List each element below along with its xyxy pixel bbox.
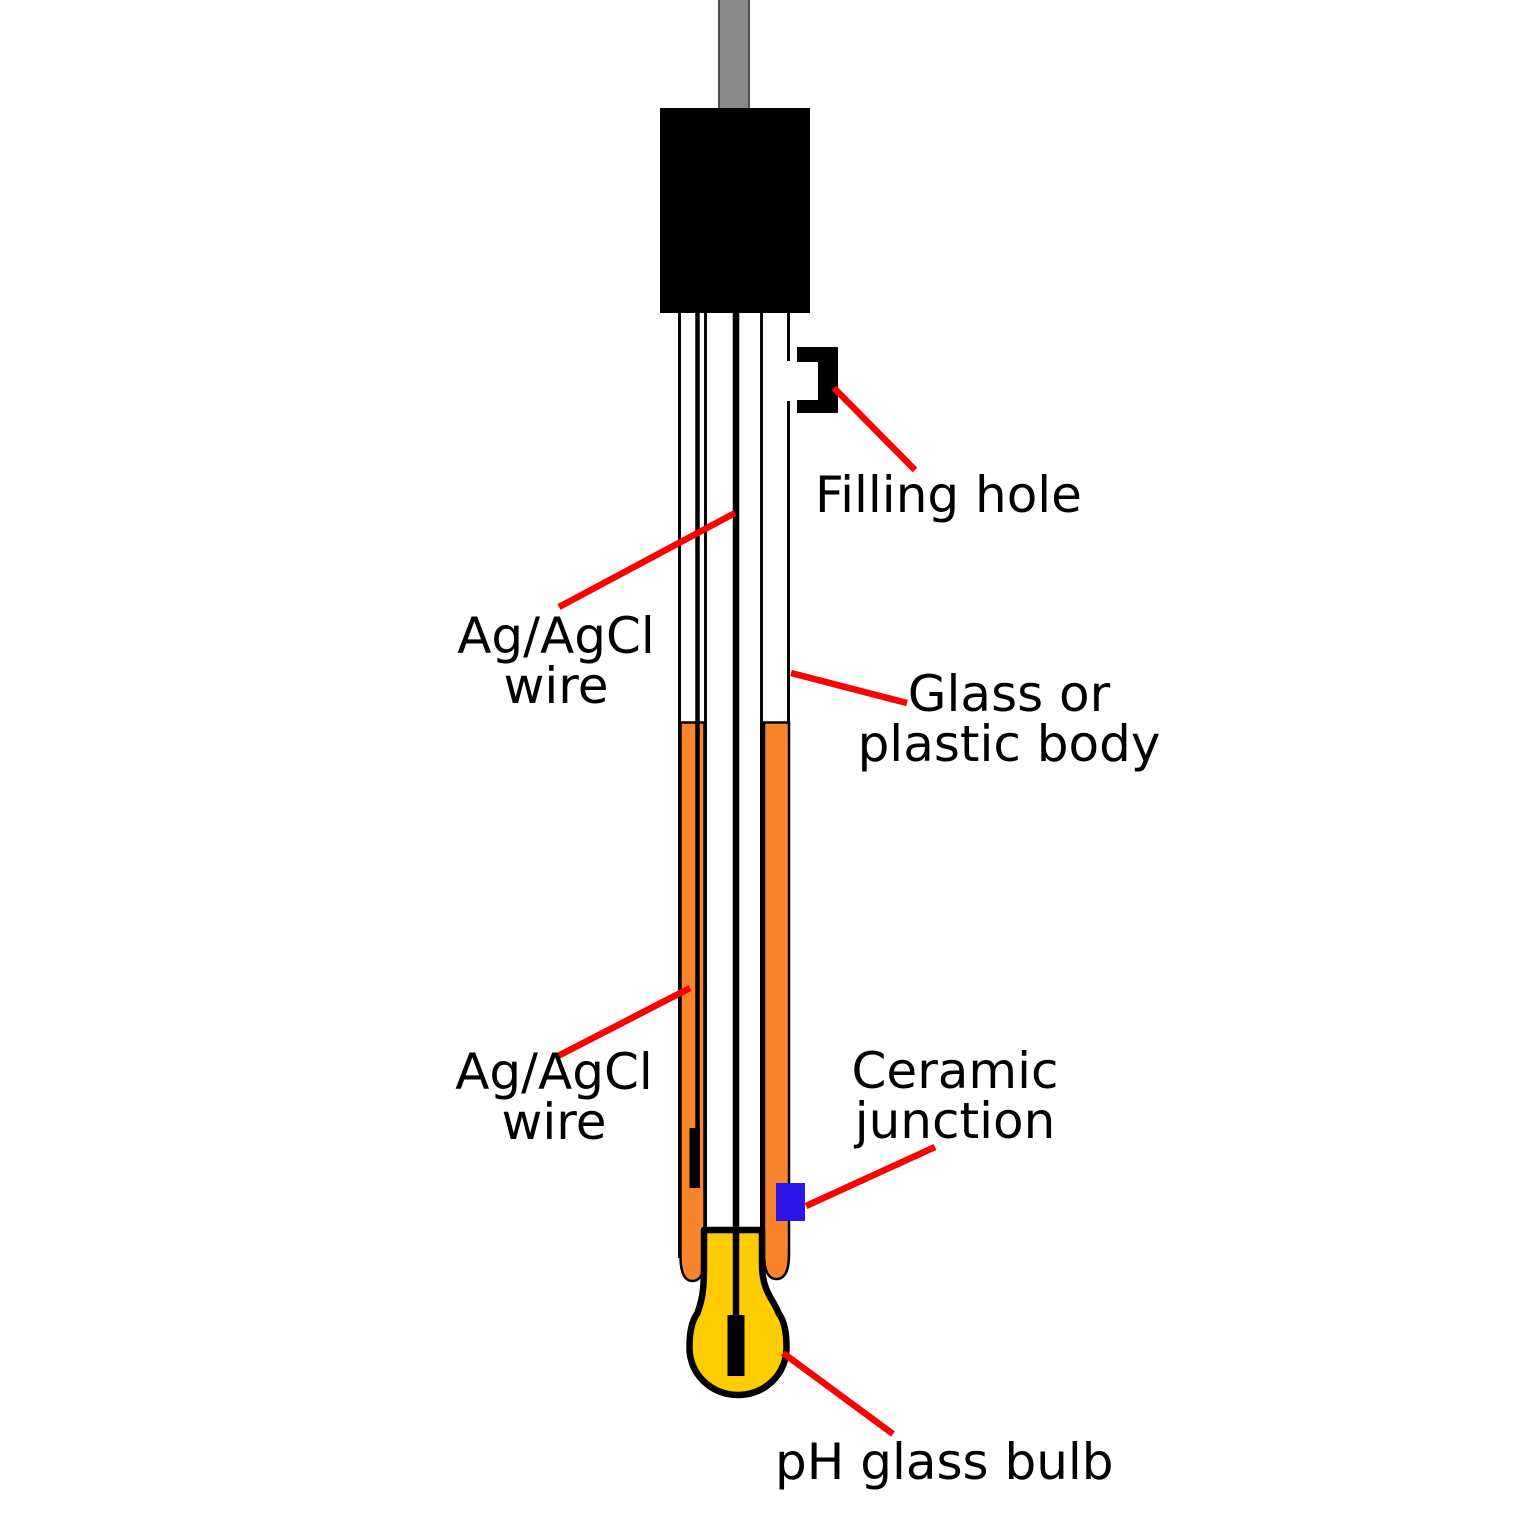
reference-agagcl-wire-tip xyxy=(689,1128,700,1188)
leader-agagcl-wire-bottom xyxy=(554,985,692,1060)
label-agagcl-wire-top-line1: Ag/AgCl xyxy=(457,607,655,665)
label-agagcl-wire-bottom-line1: Ag/AgCl xyxy=(455,1043,653,1101)
central-agagcl-wire-tip xyxy=(727,1315,745,1376)
leader-filling-hole xyxy=(831,385,918,473)
label-glass-body: Glass or plastic body xyxy=(858,669,1161,769)
label-agagcl-wire-top: Ag/AgCl wire xyxy=(457,611,655,711)
leader-agagcl-wire-top xyxy=(557,510,737,610)
filling-hole-collar xyxy=(797,347,838,413)
label-glass-body-line1: Glass or xyxy=(907,665,1111,723)
leader-glass-body xyxy=(790,669,908,707)
label-agagcl-wire-bottom-line2: wire xyxy=(501,1093,607,1151)
label-ceramic-junction-line1: Ceramic xyxy=(851,1042,1059,1100)
label-filling-hole: Filling hole xyxy=(815,466,1082,524)
label-glass-body-line2: plastic body xyxy=(857,715,1161,773)
label-ceramic-junction: Ceramic junction xyxy=(852,1046,1059,1146)
cable xyxy=(718,0,750,111)
label-agagcl-wire-bottom: Ag/AgCl wire xyxy=(455,1047,653,1147)
label-ph-glass-bulb: pH glass bulb xyxy=(775,1433,1114,1491)
ceramic-junction-plug xyxy=(776,1183,805,1221)
label-ceramic-junction-line2: junction xyxy=(854,1092,1056,1150)
label-agagcl-wire-top-line2: wire xyxy=(503,657,609,715)
reference-electrolyte-left xyxy=(679,721,706,1283)
leader-ceramic-junction xyxy=(804,1144,937,1209)
leader-ph-bulb xyxy=(781,1350,895,1437)
electrode-cap xyxy=(660,108,810,313)
